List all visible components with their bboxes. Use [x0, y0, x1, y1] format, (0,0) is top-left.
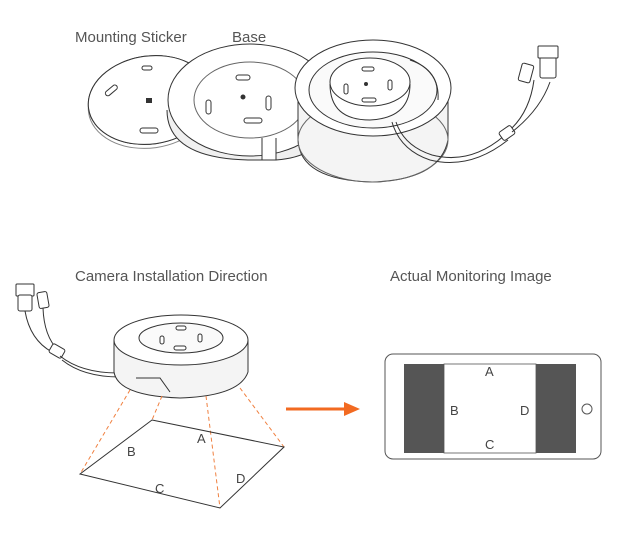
projection-lines	[79, 387, 285, 509]
floor-area	[78, 419, 286, 509]
image-area	[443, 363, 537, 454]
camera-body-mounted	[113, 314, 249, 399]
base-label: Base	[232, 29, 266, 46]
left-black-bar	[404, 364, 444, 453]
screen-letter-b: B	[450, 403, 459, 418]
floor-letter-b: B	[127, 444, 136, 459]
right-black-bar	[536, 364, 576, 453]
screen-letter-d: D	[520, 403, 529, 418]
home-button-icon	[581, 403, 593, 415]
phone-screen	[384, 353, 602, 460]
actual-monitoring-image-label: Actual Monitoring Image	[390, 268, 552, 285]
screen-letter-c: C	[485, 437, 494, 452]
direction-arrow	[286, 402, 360, 416]
camera-body-top	[294, 39, 452, 183]
camera-installation-direction-label: Camera Installation Direction	[75, 268, 268, 285]
floor-letter-d: D	[236, 471, 245, 486]
floor-letter-a: A	[197, 431, 206, 446]
cable-top	[391, 45, 559, 163]
mounting-sticker-label: Mounting Sticker	[75, 29, 187, 46]
floor-letter-c: C	[155, 481, 164, 496]
screen-letter-a: A	[485, 364, 494, 379]
